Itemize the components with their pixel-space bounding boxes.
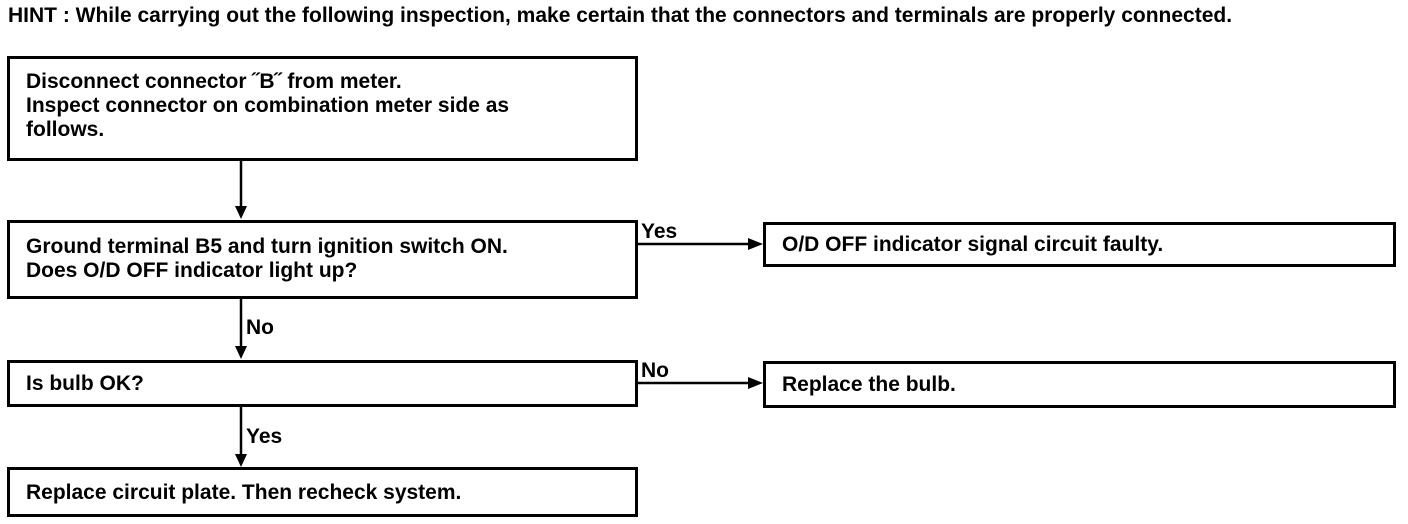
step4-box: Replace circuit plate. Then recheck syst… [7, 467, 638, 517]
step1-box: Disconnect connector ˝B˝ from meter. Ins… [7, 56, 638, 161]
arrowhead-step1-to-step2 [235, 206, 247, 219]
hint-text: HINT : While carrying out the following … [8, 4, 1233, 27]
result-yes-box: O/D OFF indicator signal circuit faulty. [763, 222, 1396, 267]
label-step3-no: No [641, 359, 669, 382]
step2-line-1: Ground terminal B5 and turn ignition swi… [26, 235, 508, 258]
step1-line-3: follows. [26, 118, 105, 141]
result-no-text: Replace the bulb. [782, 373, 956, 396]
arrowhead-step2-to-result-yes [748, 238, 763, 250]
step1-line-2: Inspect connector on combination meter s… [26, 94, 510, 117]
arrowhead-step2-to-step3 [235, 346, 247, 359]
step4-line-1: Replace circuit plate. Then recheck syst… [26, 481, 462, 504]
step1-line-1: Disconnect connector ˝B˝ from meter. [26, 70, 402, 93]
step3-line-1: Is bulb OK? [26, 372, 144, 395]
arrowhead-step3-to-result-no [748, 377, 763, 389]
label-step3-yes: Yes [246, 425, 283, 448]
result-no-box: Replace the bulb. [763, 361, 1396, 408]
step3-box: Is bulb OK? [7, 360, 638, 407]
step2-box: Ground terminal B5 and turn ignition swi… [7, 220, 638, 299]
result-yes-text: O/D OFF indicator signal circuit faulty. [782, 233, 1164, 256]
label-step2-yes: Yes [641, 220, 678, 243]
step2-line-2: Does O/D OFF indicator light up? [26, 259, 358, 282]
arrowhead-step3-to-step4 [235, 454, 247, 467]
label-step2-no: No [246, 316, 274, 339]
